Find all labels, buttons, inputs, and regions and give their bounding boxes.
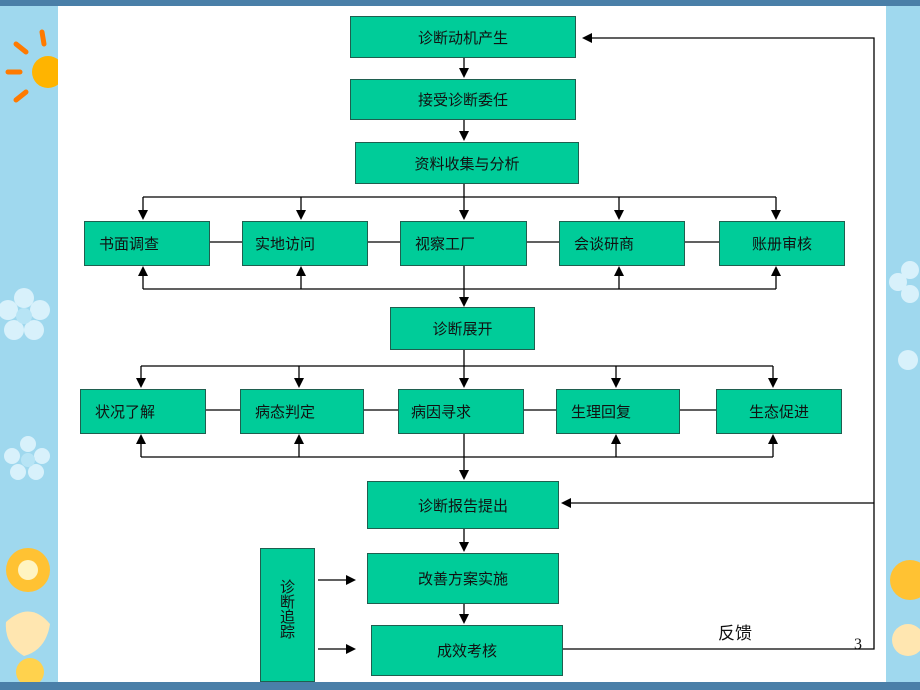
- flower-decoration-icon: [5, 548, 50, 682]
- method-box: 视察工厂: [400, 221, 527, 266]
- background-bottom-stripe: [0, 682, 920, 690]
- node-diagnose-label: 诊断展开: [432, 320, 493, 338]
- method-box: 书面调查: [84, 221, 210, 266]
- sun-decoration-icon: [5, 29, 58, 103]
- flower-decoration-icon: [0, 288, 50, 340]
- slide-number: 3: [854, 636, 862, 653]
- node-diagnose: 诊断展开: [390, 307, 535, 350]
- flower-decoration-icon: [889, 261, 919, 370]
- method-label: 视察工厂: [415, 235, 476, 253]
- method-box: 账册审核: [719, 221, 845, 266]
- flower-decoration-icon: [4, 436, 50, 480]
- method-label: 书面调查: [99, 235, 160, 253]
- node-implement: 改善方案实施: [367, 553, 559, 604]
- node-commission: 接受诊断委任: [350, 79, 576, 120]
- step-box: 状况了解: [80, 389, 206, 434]
- method-box: 会谈研商: [559, 221, 685, 266]
- step-box: 生态促进: [716, 389, 842, 434]
- step-box: 病因寻求: [398, 389, 524, 434]
- background-top-stripe: [0, 0, 920, 6]
- node-tracking-label: 诊断追踪: [278, 579, 296, 639]
- step-box: 生理回复: [556, 389, 680, 434]
- node-motive: 诊断动机产生: [350, 16, 576, 58]
- node-evaluate-label: 成效考核: [436, 642, 497, 660]
- method-label: 账册审核: [751, 235, 812, 253]
- node-tracking: 诊断追踪: [260, 548, 315, 682]
- node-motive-label: 诊断动机产生: [417, 28, 508, 47]
- step-box: 病态判定: [240, 389, 364, 434]
- node-implement-label: 改善方案实施: [417, 570, 508, 588]
- flower-decoration-icon: [890, 560, 920, 656]
- node-report: 诊断报告提出: [367, 481, 559, 529]
- step-label: 病因寻求: [411, 403, 472, 421]
- method-label: 实地访问: [255, 235, 316, 253]
- node-collect-label: 资料收集与分析: [414, 154, 520, 173]
- node-report-label: 诊断报告提出: [417, 496, 508, 515]
- node-commission-label: 接受诊断委任: [417, 91, 508, 109]
- node-evaluate: 成效考核: [371, 625, 563, 676]
- step-label: 状况了解: [95, 403, 156, 421]
- node-collect: 资料收集与分析: [355, 142, 579, 184]
- step-label: 生态促进: [748, 403, 809, 421]
- step-label: 病态判定: [255, 403, 316, 421]
- method-box: 实地访问: [242, 221, 368, 266]
- step-label: 生理回复: [571, 403, 632, 421]
- method-label: 会谈研商: [574, 235, 635, 253]
- feedback-label: 反馈: [718, 624, 752, 644]
